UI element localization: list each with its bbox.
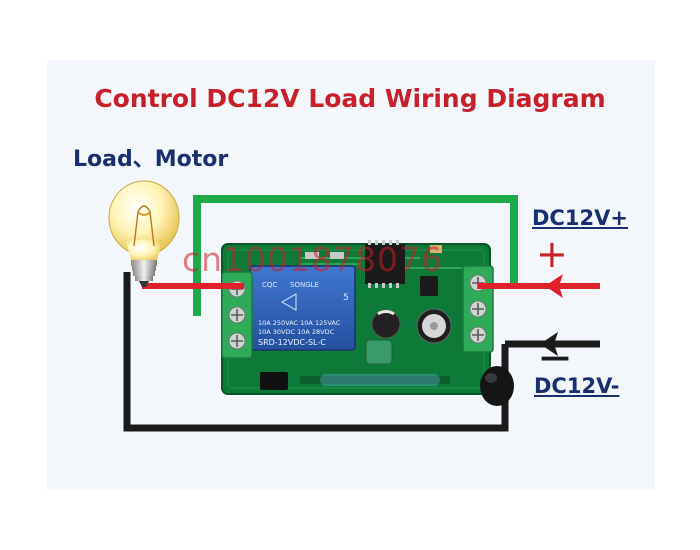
right-terminal-block [462, 265, 494, 353]
positive-terminal-label: DC12V+ [532, 206, 628, 230]
relay-brand: SONGLE [290, 281, 319, 289]
capacitor-small [371, 309, 401, 339]
relay-badge: 5 [343, 293, 349, 303]
positive-arrow [545, 274, 563, 298]
relay-model: SRD-12VDC-SL-C [258, 338, 326, 347]
diagram-title: Control DC12V Load Wiring Diagram [94, 84, 606, 113]
relay: CQC SONGLE 5 10A 250VAC 10A 125VAC 10A 3… [249, 265, 356, 351]
relay-rating-line-2: 10A 30VDC 10A 28VDC [258, 328, 335, 336]
left-terminal-block [221, 271, 253, 359]
plus-sign: + [536, 232, 568, 276]
load-label: Load、Motor [73, 147, 229, 172]
negative-terminal-label: DC12V- [534, 374, 620, 398]
relay-mark: CQC [262, 281, 277, 289]
negative-arrow [540, 332, 558, 356]
green-loop-wire [193, 195, 518, 316]
inductor [365, 339, 393, 365]
relay-rating-line-1: 10A 250VAC 10A 125VAC [258, 319, 341, 327]
light-bulb-icon [108, 180, 180, 287]
watermark: cn1001878076 [182, 240, 444, 279]
ic-chip [365, 244, 405, 284]
remote-fob [480, 366, 514, 406]
capacitor-large [416, 308, 452, 344]
